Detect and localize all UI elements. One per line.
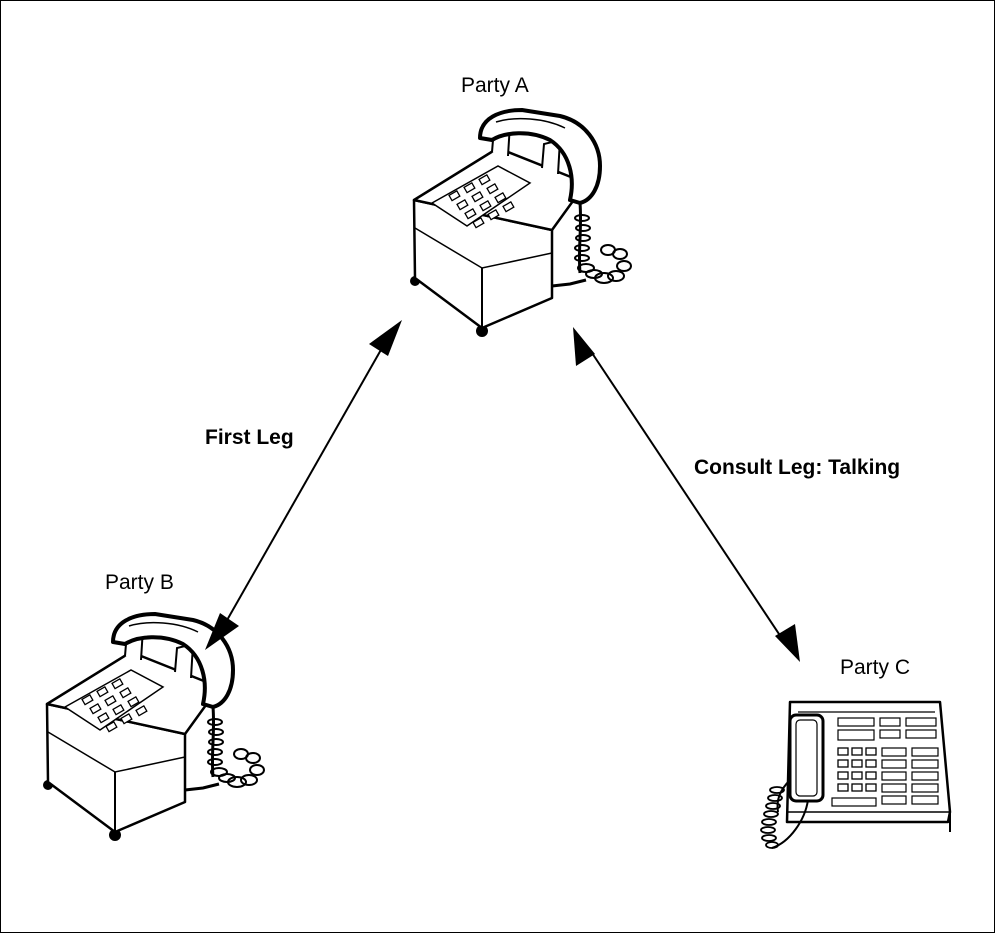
first-leg-label: First Leg (205, 426, 294, 449)
party-b-label: Party B (105, 571, 174, 594)
consult-leg-label: Consult Leg: Talking (694, 456, 901, 479)
party-c-label: Party C (840, 656, 911, 679)
consult-leg-arrow (573, 327, 800, 662)
party-b-phone-icon (41, 612, 266, 843)
party-a-phone-icon (408, 108, 633, 339)
party-c-phone-icon (760, 700, 952, 849)
party-a-label: Party A (461, 74, 529, 97)
first-leg-arrow (205, 320, 402, 650)
